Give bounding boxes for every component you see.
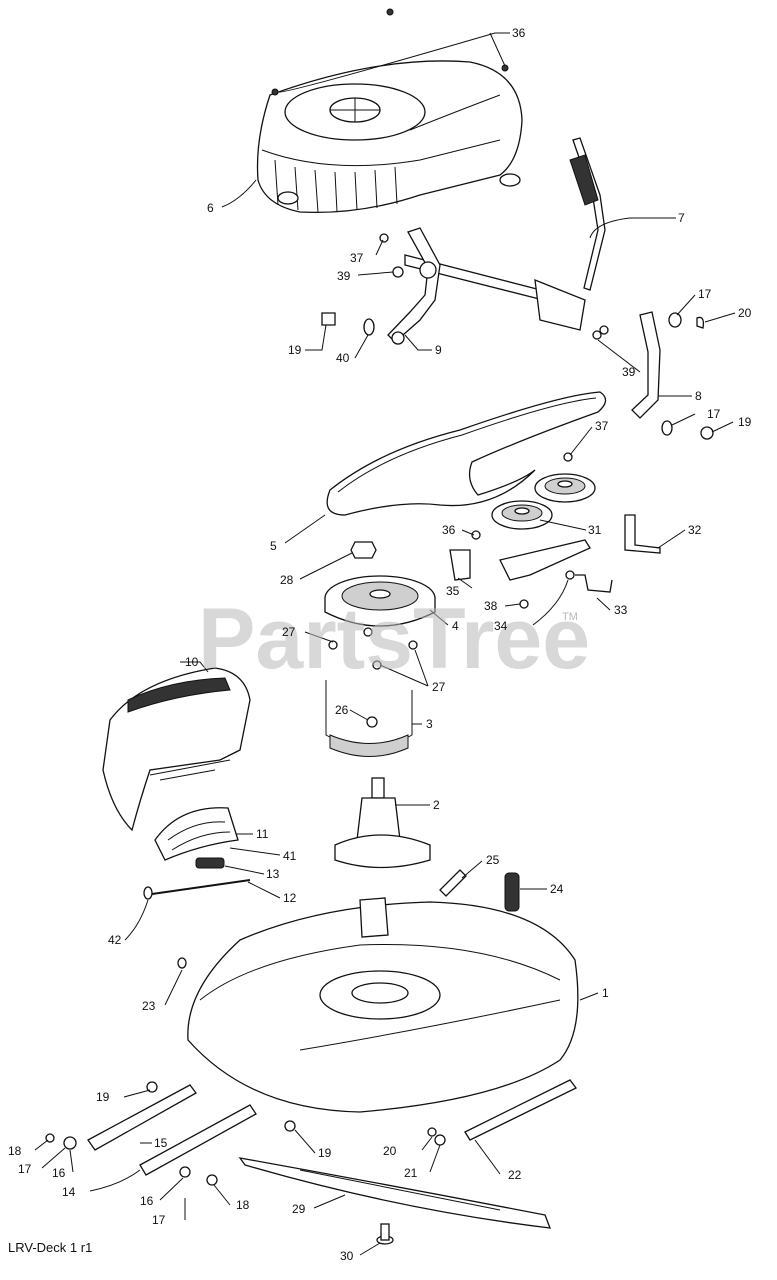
callout-33[interactable]: 33 <box>614 603 628 617</box>
callout-17[interactable]: 17 <box>18 1162 32 1176</box>
callout-14[interactable]: 14 <box>62 1185 76 1199</box>
callout-12[interactable]: 12 <box>283 891 297 905</box>
part-spindle-nut <box>350 541 377 559</box>
part-bracket-assembly <box>387 227 441 345</box>
callout-17[interactable]: 17 <box>707 407 721 421</box>
part-spindle-housing <box>334 777 431 869</box>
callout-20[interactable]: 20 <box>383 1144 397 1158</box>
callout-19[interactable]: 19 <box>96 1090 110 1104</box>
callout-17[interactable]: 17 <box>698 287 712 301</box>
callout-7[interactable]: 7 <box>678 211 685 225</box>
callout-13[interactable]: 13 <box>266 867 280 881</box>
callout-21[interactable]: 21 <box>404 1166 418 1180</box>
callout-labels: 36 6 7 37 39 19 40 9 17 20 39 8 17 19 37… <box>8 26 752 1263</box>
callout-42[interactable]: 42 <box>108 933 122 947</box>
callout-34[interactable]: 34 <box>494 619 508 633</box>
part-drive-belt <box>326 391 607 516</box>
callout-17[interactable]: 17 <box>152 1213 166 1227</box>
callout-19[interactable]: 19 <box>288 343 302 357</box>
leader-lines <box>34 32 736 1256</box>
watermark-trademark: TM <box>562 611 578 623</box>
callout-11[interactable]: 11 <box>256 827 269 841</box>
part-engagement-rod <box>404 137 606 331</box>
callout-38[interactable]: 38 <box>484 599 498 613</box>
part-chute-spring <box>195 857 225 869</box>
diagram-reference-code: LRV-Deck 1 r1 <box>8 1240 92 1255</box>
callout-5[interactable]: 5 <box>270 539 277 553</box>
callout-27[interactable]: 27 <box>282 625 296 639</box>
callout-19[interactable]: 19 <box>318 1146 332 1160</box>
callout-31[interactable]: 31 <box>588 523 602 537</box>
part-small-fasteners <box>321 233 609 340</box>
callout-18[interactable]: 18 <box>8 1144 22 1158</box>
part-blade-bolt <box>376 1223 394 1245</box>
callout-16[interactable]: 16 <box>140 1194 154 1208</box>
callout-23[interactable]: 23 <box>142 999 156 1013</box>
callout-24[interactable]: 24 <box>550 882 564 896</box>
part-idler-bracket-hardware <box>449 514 661 609</box>
callout-32[interactable]: 32 <box>688 523 702 537</box>
part-discharge-chute <box>102 667 251 832</box>
callout-25[interactable]: 25 <box>486 853 500 867</box>
callout-39[interactable]: 39 <box>337 269 351 283</box>
callout-22[interactable]: 22 <box>508 1168 522 1182</box>
callout-29[interactable]: 29 <box>292 1202 306 1216</box>
part-axle-hardware <box>427 1079 577 1146</box>
callout-36[interactable]: 36 <box>512 26 526 40</box>
callout-8[interactable]: 8 <box>695 389 702 403</box>
callout-28[interactable]: 28 <box>280 573 294 587</box>
callout-18[interactable]: 18 <box>236 1198 250 1212</box>
callout-9[interactable]: 9 <box>435 343 442 357</box>
callout-41[interactable]: 41 <box>283 849 297 863</box>
callout-10[interactable]: 10 <box>185 655 199 669</box>
callout-26[interactable]: 26 <box>335 703 349 717</box>
part-mulch-plate <box>154 807 239 861</box>
callout-40[interactable]: 40 <box>336 351 350 365</box>
callout-35[interactable]: 35 <box>446 584 460 598</box>
callout-19[interactable]: 19 <box>738 415 752 429</box>
part-blade-pulley <box>324 575 436 627</box>
watermark-text: PartsTree <box>198 591 590 687</box>
callout-30[interactable]: 30 <box>340 1249 354 1263</box>
callout-37[interactable]: 37 <box>350 251 364 265</box>
part-pulley-bolts <box>328 627 418 670</box>
callout-36[interactable]: 36 <box>442 523 456 537</box>
callout-20[interactable]: 20 <box>738 306 752 320</box>
part-spindle-guard <box>325 680 413 757</box>
callout-37[interactable]: 37 <box>595 419 609 433</box>
callout-1[interactable]: 1 <box>602 986 609 1000</box>
part-deck-clip-and-spring <box>439 869 520 912</box>
callout-27[interactable]: 27 <box>432 680 446 694</box>
callout-39[interactable]: 39 <box>622 365 636 379</box>
callout-2[interactable]: 2 <box>433 798 440 812</box>
callout-16[interactable]: 16 <box>52 1166 66 1180</box>
part-link-bar <box>631 311 714 440</box>
callout-6[interactable]: 6 <box>207 201 214 215</box>
callout-3[interactable]: 3 <box>426 717 433 731</box>
part-chute-rod <box>143 879 251 900</box>
part-mower-deck <box>177 897 579 1113</box>
part-height-adjust-levers <box>45 1081 296 1186</box>
part-idler-pulleys <box>491 452 596 530</box>
part-mower-blade <box>238 1157 551 1229</box>
part-belt-cover <box>256 60 523 214</box>
callout-4[interactable]: 4 <box>452 619 459 633</box>
callout-15[interactable]: 15 <box>154 1136 168 1150</box>
